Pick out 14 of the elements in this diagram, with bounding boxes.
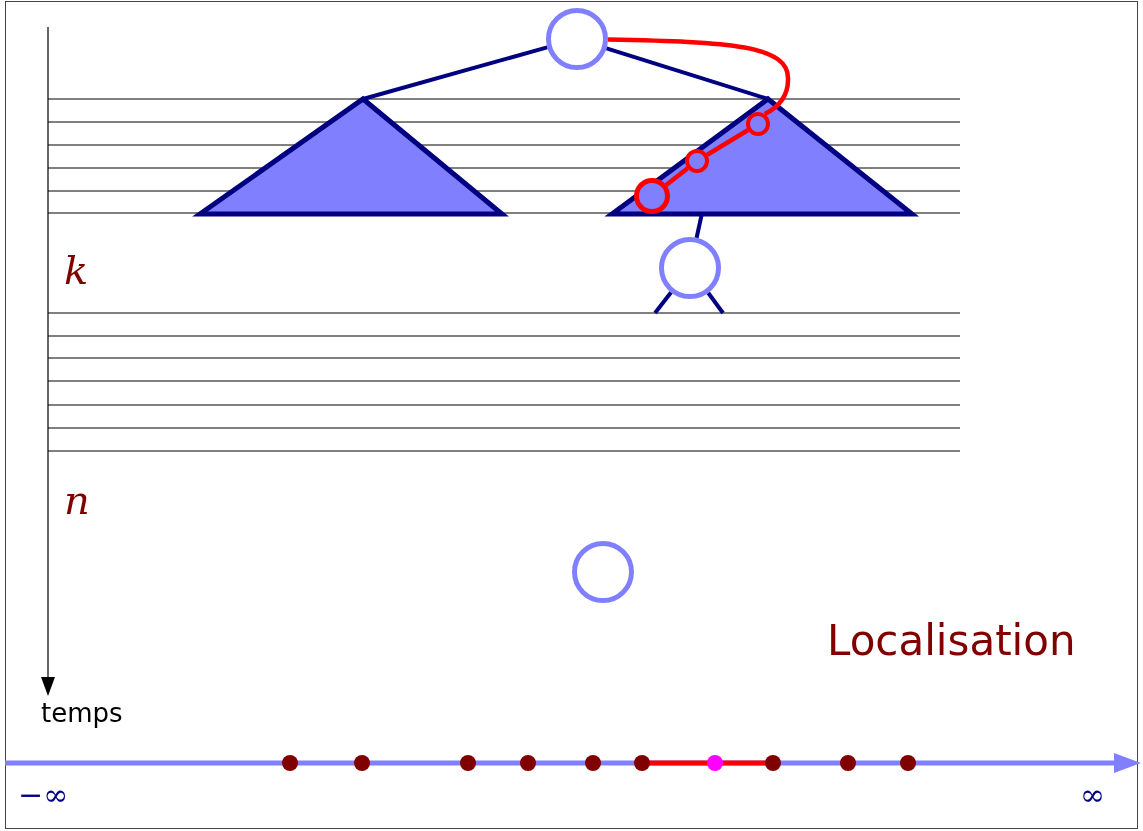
highlighted-path <box>607 37 791 117</box>
section-title: Localisation <box>827 620 1076 662</box>
tree-edge <box>605 46 769 101</box>
axis-variable: n <box>64 480 90 520</box>
tree-edge <box>706 291 725 315</box>
tree-edge <box>653 291 673 315</box>
highlighted-path <box>664 166 689 187</box>
tree-edge <box>362 45 548 101</box>
axis-variable: k <box>64 250 89 290</box>
axis-end-label: −∞ <box>18 780 69 810</box>
circle-node <box>685 149 709 173</box>
axis-label: temps <box>41 700 123 726</box>
axis-end-label: ∞ <box>1080 780 1105 810</box>
highlighted-path <box>706 128 749 157</box>
